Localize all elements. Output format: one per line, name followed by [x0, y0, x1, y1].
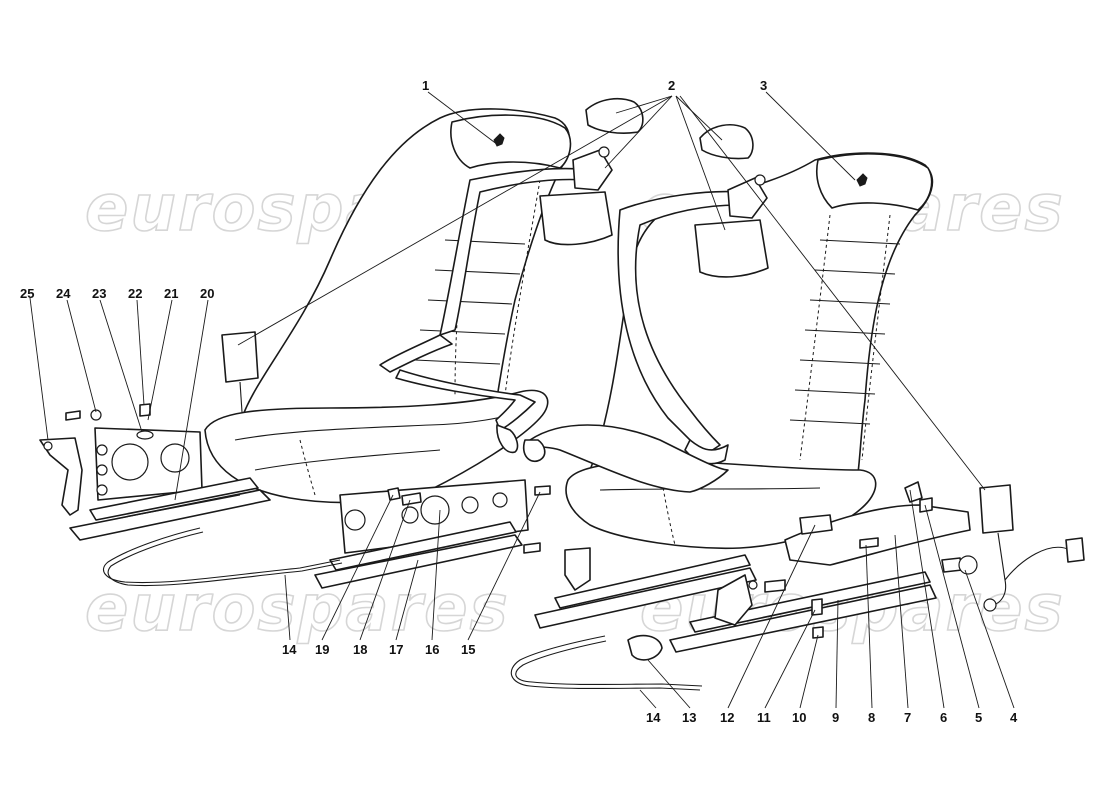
right-release-lever	[510, 634, 703, 691]
callout-3: 3	[760, 78, 767, 93]
callout-16: 16	[425, 642, 439, 657]
callout-7: 7	[904, 710, 911, 725]
callout-8: 8	[868, 710, 875, 725]
left-seat-belt	[379, 146, 613, 454]
callout-10: 10	[792, 710, 806, 725]
callout-24: 24	[56, 286, 71, 301]
left-release-lever	[103, 527, 343, 587]
callout-11: 11	[757, 710, 771, 725]
callout-labels: 1 2 3 4 5 6 7 8 9 10 11 12 13 14 14 15 1…	[20, 78, 1018, 725]
belt-covers	[585, 97, 754, 160]
callout-6: 6	[940, 710, 947, 725]
hardware-fasteners	[65, 403, 978, 639]
callout-5: 5	[975, 710, 982, 725]
callout-12: 12	[720, 710, 734, 725]
right-bracket-left-seat	[314, 479, 529, 589]
right-side-bracket	[784, 504, 971, 566]
callout-14-left: 14	[282, 642, 297, 657]
callout-20: 20	[200, 286, 214, 301]
buckles	[221, 331, 1085, 612]
watermark-bottom-left: eurospares	[85, 572, 510, 646]
callout-9: 9	[832, 710, 839, 725]
callout-13: 13	[682, 710, 696, 725]
callout-21: 21	[164, 286, 178, 301]
callout-4: 4	[1010, 710, 1018, 725]
right-seat-rails	[534, 547, 937, 653]
callout-22: 22	[128, 286, 142, 301]
callout-15: 15	[461, 642, 475, 657]
callout-14-right: 14	[646, 710, 661, 725]
right-seat-belt	[522, 174, 769, 493]
callout-19: 19	[315, 642, 329, 657]
callout-2: 2	[668, 78, 675, 93]
callout-23: 23	[92, 286, 106, 301]
left-rails	[69, 477, 271, 541]
callout-18: 18	[353, 642, 367, 657]
callout-25: 25	[20, 286, 34, 301]
callout-17: 17	[389, 642, 403, 657]
left-side-bracket	[39, 427, 203, 516]
leader-lines	[29, 91, 1015, 709]
callout-1: 1	[422, 78, 429, 93]
